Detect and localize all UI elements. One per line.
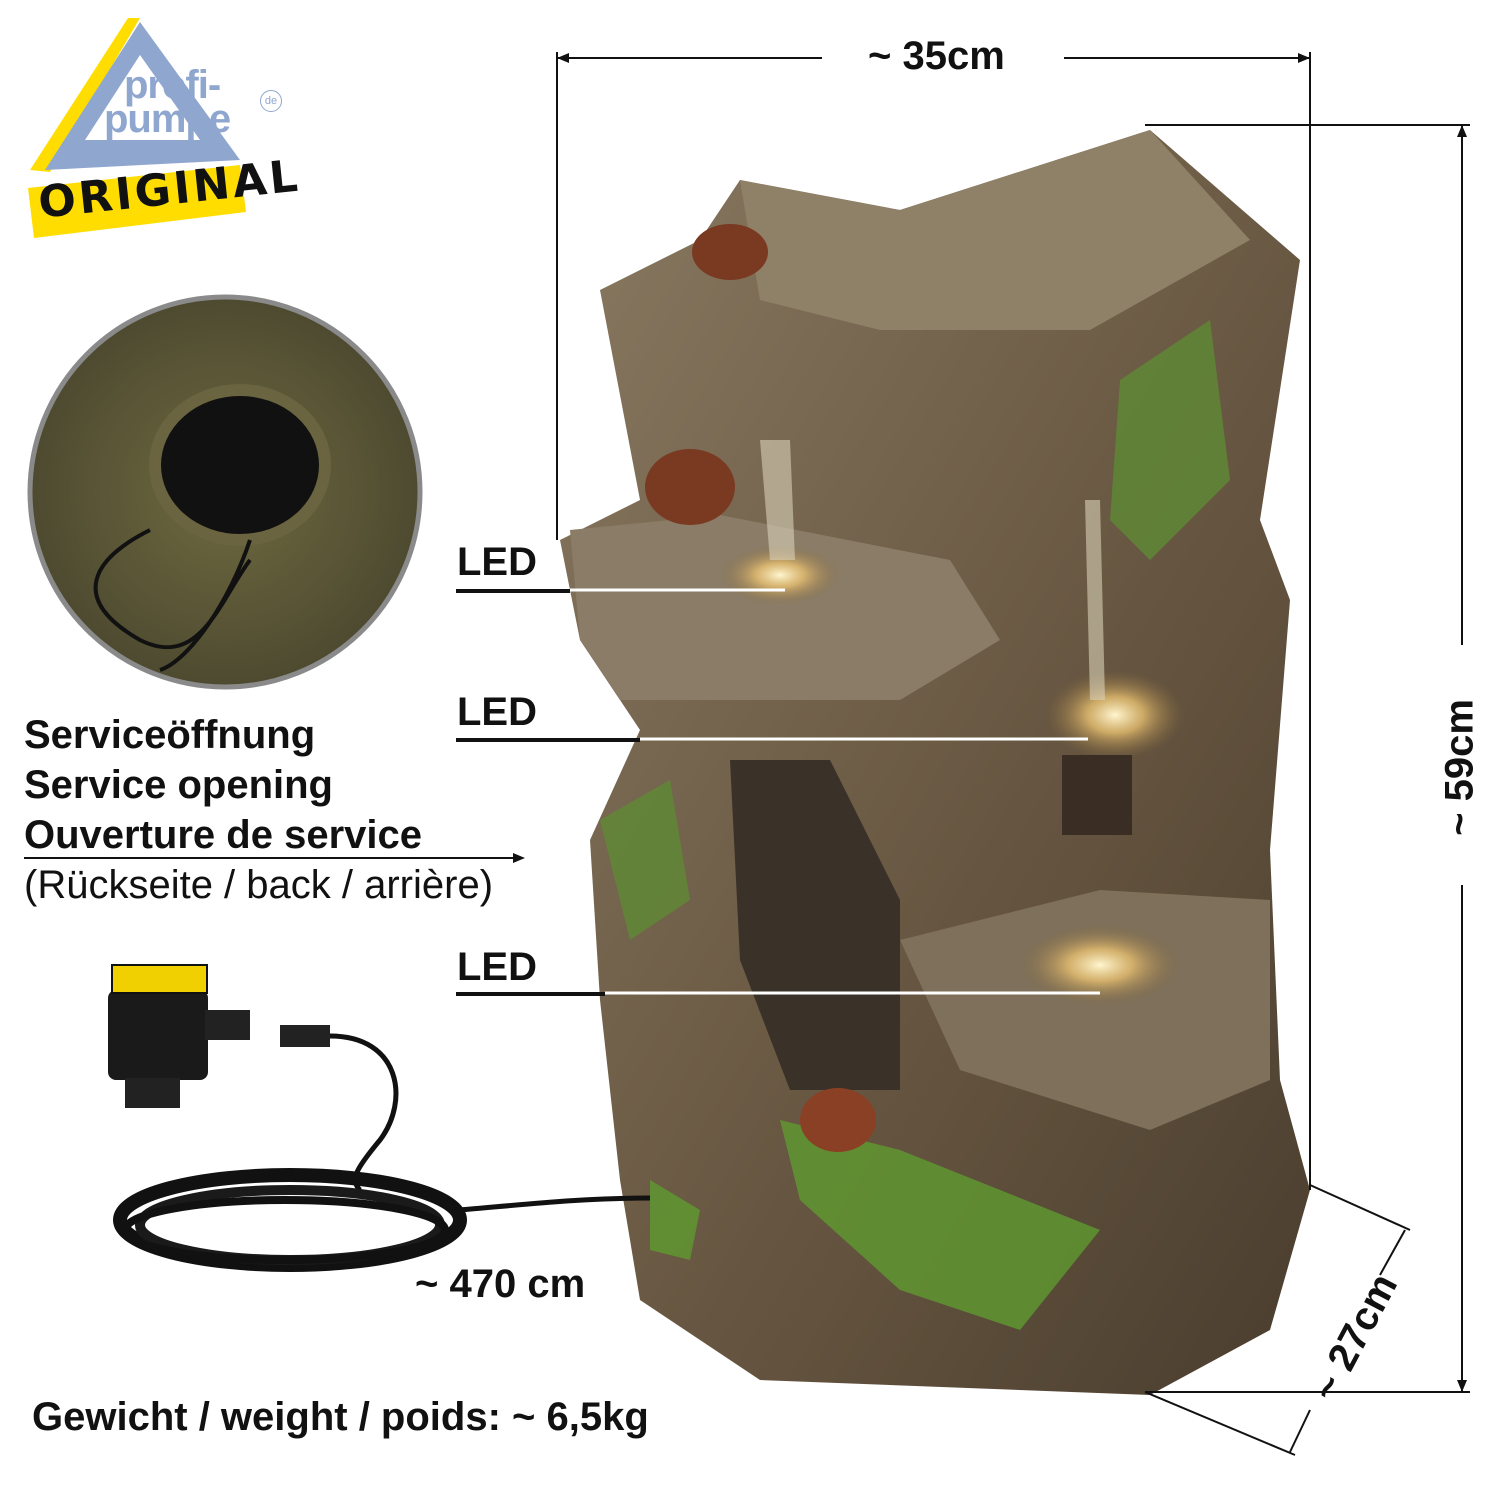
power-adapter-with-cable: [108, 964, 651, 1272]
weight-label: Gewicht / weight / poids: ~ 6,5kg: [32, 1395, 649, 1439]
red-stone: [645, 449, 735, 525]
dimension-lines: [556, 52, 1470, 1456]
height-label: ~ 59cm: [1437, 699, 1482, 836]
led-label-bottom: LED: [457, 945, 537, 989]
logo-line-1: profi-: [124, 63, 221, 107]
led-label-top: LED: [457, 540, 537, 584]
logo-wordmark: profi- pumpe: [96, 63, 231, 141]
service-line-en: Service opening: [24, 763, 333, 807]
service-opening-caption: Serviceöffnung Service opening Ouverture…: [24, 710, 493, 910]
service-note: (Rückseite / back / arrière): [24, 863, 494, 907]
led-pointer-lines: [24, 588, 1100, 996]
red-stone: [800, 1088, 876, 1152]
service-line-de: Serviceöffnung: [24, 713, 316, 757]
red-stone: [692, 224, 768, 280]
led-label-middle: LED: [457, 690, 537, 734]
fountain-body: [560, 130, 1310, 1395]
logo-tld-badge: de: [260, 90, 282, 112]
service-line-fr: Ouverture de service: [24, 813, 422, 857]
cable-length-label: ~ 470 cm: [415, 1262, 586, 1306]
width-label: ~ 35cm: [868, 34, 1005, 78]
logo-line-2: pumpe: [104, 97, 231, 141]
profi-pumpe-logo: [28, 18, 246, 238]
service-opening-inset: [27, 294, 423, 690]
